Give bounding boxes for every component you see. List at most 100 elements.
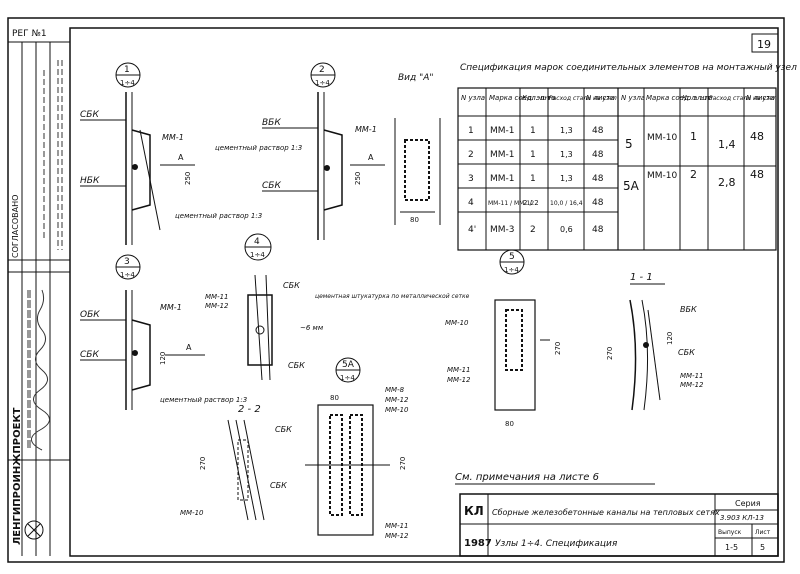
- table-row: 1 ММ-1 1 1,3 48: [468, 126, 604, 136]
- svg-text:4: 4: [254, 237, 260, 247]
- svg-text:СБК: СБК: [275, 425, 292, 434]
- detail-5: 5 1÷4 ММ-10 ММ-11 ММ-12 270 80: [445, 249, 562, 428]
- detail-1: 1 1÷4 СБК НБК ММ-1 цементный раствор 1:3…: [80, 62, 262, 245]
- view-a-title: Вид "А": [398, 73, 434, 83]
- svg-text:270: 270: [606, 347, 614, 360]
- svg-text:2: 2: [530, 225, 536, 235]
- svg-text:ММ-11: ММ-11: [385, 522, 409, 530]
- svg-text:СБК: СБК: [270, 481, 287, 490]
- svg-text:48: 48: [592, 126, 604, 136]
- svg-text:ММ-1: ММ-1: [160, 303, 182, 312]
- label-nbk-1: НБК: [80, 176, 100, 186]
- svg-text:ММ-1: ММ-1: [490, 174, 515, 184]
- svg-text:1: 1: [530, 150, 536, 160]
- label-mortar-2: цементный раствор 1:3: [215, 144, 302, 152]
- section-2-2: 2 - 2 СБК СБК ММ-10 270: [180, 404, 292, 521]
- svg-text:1,4: 1,4: [718, 138, 736, 151]
- detail-1-scale: 1÷4: [120, 79, 135, 87]
- svg-text:0,6: 0,6: [560, 225, 573, 234]
- svg-text:ММ-12: ММ-12: [680, 381, 704, 389]
- svg-text:СБК: СБК: [283, 281, 300, 290]
- title-year: 1987: [464, 538, 492, 549]
- issue-value: 1-5: [725, 543, 738, 552]
- svg-text:4': 4': [468, 225, 476, 235]
- svg-text:4: 4: [468, 198, 474, 208]
- svg-text:48: 48: [592, 198, 604, 208]
- svg-text:ММ-11 / ММ-12: ММ-11 / ММ-12: [488, 200, 534, 207]
- svg-text:~6 мм: ~6 мм: [300, 324, 324, 332]
- col-node: N узла: [461, 94, 485, 102]
- detail-2: 2 1÷4 ВБК СБК ММ-1 цементный раствор 1:3…: [215, 62, 385, 240]
- svg-text:3: 3: [468, 174, 474, 184]
- col-steel-r: Расход стали на узел: [709, 95, 777, 102]
- label-sbk-2: СБК: [262, 181, 281, 191]
- detail-5a: 5А 1÷4 ММ-8 ММ-12 ММ-10 ММ-11 ММ-12 270 …: [305, 357, 409, 540]
- svg-text:80: 80: [330, 394, 339, 402]
- table-row: 3 ММ-1 1 1,3 48: [468, 174, 604, 184]
- inner-frame: [69, 27, 779, 557]
- svg-text:1÷4: 1÷4: [504, 266, 519, 274]
- sheet-number-box: [751, 33, 779, 53]
- svg-text:цементный раствор 1:3: цементный раствор 1:3: [160, 396, 247, 404]
- series-value: 3.903 КЛ-13: [720, 514, 764, 522]
- org-logo: [24, 520, 44, 540]
- svg-text:270: 270: [399, 457, 407, 470]
- col-qty-r: Кол. шт: [682, 94, 712, 102]
- col-mark-r: Марка соед. эл-та: [646, 94, 712, 102]
- organization: ЛЕНГИПРОИНЖПРОЕКТ: [12, 407, 23, 545]
- svg-text:ММ-10: ММ-10: [385, 406, 409, 414]
- sheet-value: 5: [760, 543, 765, 552]
- svg-text:1: 1: [468, 126, 474, 136]
- svg-text:1: 1: [530, 174, 536, 184]
- svg-text:ММ-10: ММ-10: [647, 133, 678, 143]
- svg-text:ММ-12: ММ-12: [447, 376, 471, 384]
- reg-label: РЕГ №1: [12, 29, 47, 39]
- svg-text:2: 2: [690, 168, 697, 181]
- label-sbk-1: СБК: [80, 110, 99, 120]
- svg-text:3: 3: [124, 257, 130, 267]
- svg-text:5А: 5А: [342, 360, 355, 370]
- svg-text:ММ-12: ММ-12: [205, 302, 229, 310]
- svg-text:1÷4: 1÷4: [250, 251, 265, 259]
- svg-text:А: А: [186, 343, 192, 352]
- table-row: 5А ММ-10 2 2,8 48: [623, 168, 764, 193]
- svg-text:1 - 1: 1 - 1: [630, 272, 653, 283]
- svg-text:СБК: СБК: [288, 361, 305, 370]
- col-mark: Марка соед. эл-та: [489, 94, 555, 102]
- section-1-1: 1 - 1 ВБК СБК ММ-11 ММ-12 270 120: [606, 272, 704, 411]
- svg-text:ММ-3: ММ-3: [490, 225, 515, 235]
- spec-table: Спецификация марок соединительных элемен…: [457, 63, 797, 251]
- table-row: 4' ММ-3 2 0,6 48: [468, 225, 604, 235]
- svg-text:ММ-12: ММ-12: [385, 396, 409, 404]
- svg-text:ВБК: ВБК: [680, 305, 697, 314]
- svg-text:ММ-11: ММ-11: [205, 293, 229, 301]
- svg-text:10,0 / 16,4: 10,0 / 16,4: [550, 200, 583, 207]
- table-row: 2 ММ-1 1 1,3 48: [468, 150, 604, 160]
- approved-label: СОГЛАСОВАНО: [11, 195, 20, 258]
- note-text: См. примечания на листе 6: [455, 472, 599, 483]
- project-title: Сборные железобетонные каналы на тепловы…: [492, 508, 720, 517]
- outer-frame: [7, 17, 785, 563]
- svg-text:ММ-1: ММ-1: [490, 126, 515, 136]
- svg-text:ОБК: ОБК: [80, 310, 100, 320]
- dim-80-a: 80: [410, 216, 419, 224]
- spec-title: Спецификация марок соединительных элемен…: [460, 63, 797, 73]
- svg-text:ММ-11: ММ-11: [680, 372, 704, 380]
- label-a-2: А: [368, 153, 374, 162]
- svg-text:1,3: 1,3: [560, 126, 573, 135]
- dim-250-2: 250: [354, 172, 362, 185]
- issue-label: Выпуск: [718, 529, 742, 536]
- svg-text:1÷4: 1÷4: [120, 271, 135, 279]
- svg-text:1,3: 1,3: [560, 174, 573, 183]
- svg-text:120: 120: [666, 332, 674, 345]
- svg-text:ММ-12: ММ-12: [385, 532, 409, 540]
- svg-text:48: 48: [592, 225, 604, 235]
- label-mortar-1: цементный раствор 1:3: [175, 212, 262, 220]
- svg-text:ММ-10: ММ-10: [180, 509, 204, 517]
- sheet-number: 19: [757, 38, 771, 51]
- detail-2-scale: 1÷4: [315, 79, 330, 87]
- left-stamp: РЕГ №1 СОГЛАСОВАНО ЛЕНГИПРОИНЖПРОЕКТ: [8, 29, 70, 556]
- col-qty: Кол. шт: [522, 94, 552, 102]
- svg-text:48: 48: [750, 168, 764, 181]
